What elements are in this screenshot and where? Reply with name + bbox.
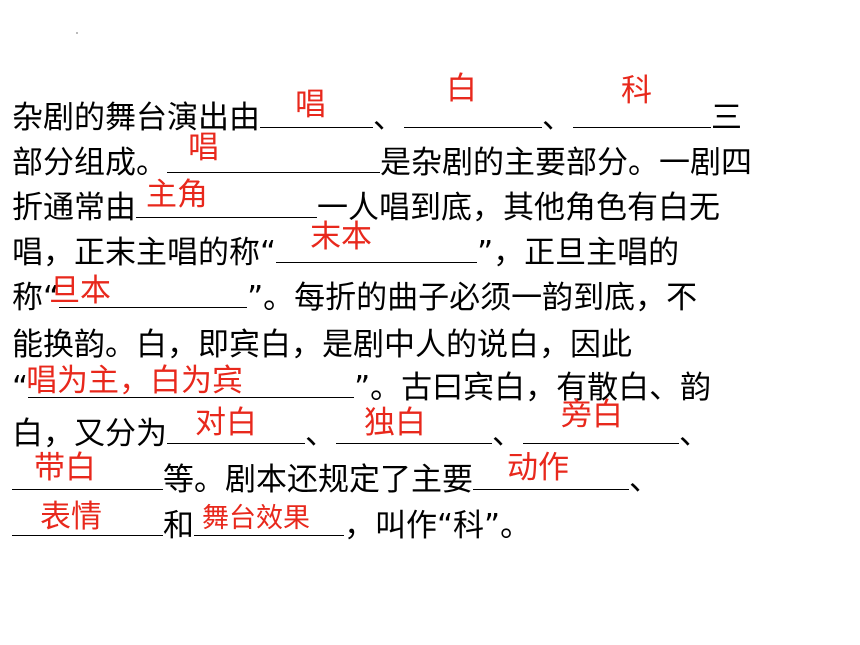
blank-15: 舞台效果: [194, 503, 344, 536]
text-segment: 是杂剧的主要部分。一剧四: [380, 145, 752, 181]
text-line-8: 白，又分为对白、独白、旁白、: [12, 397, 710, 456]
answer-stage-effects: 舞台效果: [202, 503, 310, 534]
text-segment: 、: [679, 416, 710, 452]
answer-mo-ben: 末本: [310, 219, 373, 255]
text-segment: 白，又分为: [12, 416, 167, 452]
text-line-9: 带白 等。剧本还规定了主要动作 、: [12, 450, 660, 502]
text-segment: 、: [305, 416, 336, 452]
blank-10: 独白: [336, 405, 492, 444]
text-segment: 能换韵。白，即宾白，是剧中人的说白，因此: [12, 327, 632, 363]
text-segment: 唱，正末主唱的称“: [12, 235, 277, 271]
answer-principle: 唱为主，白为宾: [26, 363, 244, 399]
answer-expression: 表情: [40, 499, 102, 535]
text-segment: 一人唱到底，其他角色有白无: [317, 190, 720, 226]
text-segment: 三: [711, 100, 742, 136]
blank-8: 唱为主，白为宾: [26, 363, 355, 399]
blank-14: 表情: [12, 499, 163, 536]
text-line-6: 能换韵。白，即宾白，是剧中人的说白，因此: [12, 323, 632, 367]
answer-lead-role: 主角: [146, 177, 208, 213]
blank-7: 旦本: [49, 273, 248, 309]
text-segment: 等。剧本还规定了主要: [163, 462, 473, 498]
text-segment: 和: [163, 508, 194, 544]
blank-2: 白: [404, 71, 542, 128]
answer-main-part: 唱: [188, 130, 219, 166]
text-segment: ”。古曰宾白，有散白、韵: [354, 370, 712, 406]
text-segment: ，叫作“科”。: [344, 508, 532, 544]
text-segment: 杂剧的舞台演出由: [12, 100, 260, 136]
blank-12: 带白: [12, 450, 163, 490]
blank-6: 末本: [276, 219, 478, 263]
blank-1: 唱: [260, 87, 373, 128]
text-segment: 部分组成。: [12, 145, 167, 181]
blank-3: 科: [573, 73, 711, 128]
answer-dan-ben: 旦本: [49, 273, 112, 309]
text-segment: 、: [629, 462, 660, 498]
answer-aside: 旁白: [561, 397, 623, 433]
text-segment: ”，正旦主唱的: [477, 235, 680, 271]
answer-monologue: 独白: [364, 405, 426, 441]
answer-action: 科: [621, 73, 652, 109]
text-line-10: 表情 和舞台效果 ，叫作“科”。: [12, 499, 532, 548]
text-segment: 称“: [12, 280, 60, 316]
text-segment: “: [12, 370, 29, 406]
text-line-7: “唱为主，白为宾 ”。古曰宾白，有散白、韵: [12, 363, 712, 410]
text-line-3: 折通常由主角 一人唱到底，其他角色有白无: [12, 177, 720, 230]
blank-5: 主角: [136, 177, 317, 218]
text-line-4: 唱，正末主唱的称“ 末本 ”，正旦主唱的: [12, 219, 680, 275]
text-line-2: 部分组成。唱 是杂剧的主要部分。一剧四: [12, 130, 752, 185]
blank-11: 旁白: [523, 397, 679, 444]
blank-9: 对白: [167, 405, 305, 444]
answer-interjection: 带白: [34, 450, 96, 486]
text-segment: 、: [492, 416, 523, 452]
answer-dialogue: 对白: [195, 405, 257, 441]
text-line-1: 杂剧的舞台演出由唱 、 白、 科三: [12, 71, 742, 140]
blank-13: 动作: [473, 450, 629, 490]
text-segment: ”。每折的曲子必须一韵到底，不: [247, 280, 698, 316]
text-segment: 、: [373, 100, 404, 136]
text-segment: 折通常由: [12, 190, 136, 226]
blank-4: 唱: [167, 130, 380, 173]
text-line-5: 称“旦本 ”。每折的曲子必须一韵到底，不: [12, 273, 698, 320]
decorative-dot: [76, 32, 78, 34]
answer-speak: 白: [446, 71, 477, 107]
text-segment: 、: [542, 100, 573, 136]
answer-sing: 唱: [295, 87, 326, 123]
answer-movement: 动作: [507, 450, 569, 486]
